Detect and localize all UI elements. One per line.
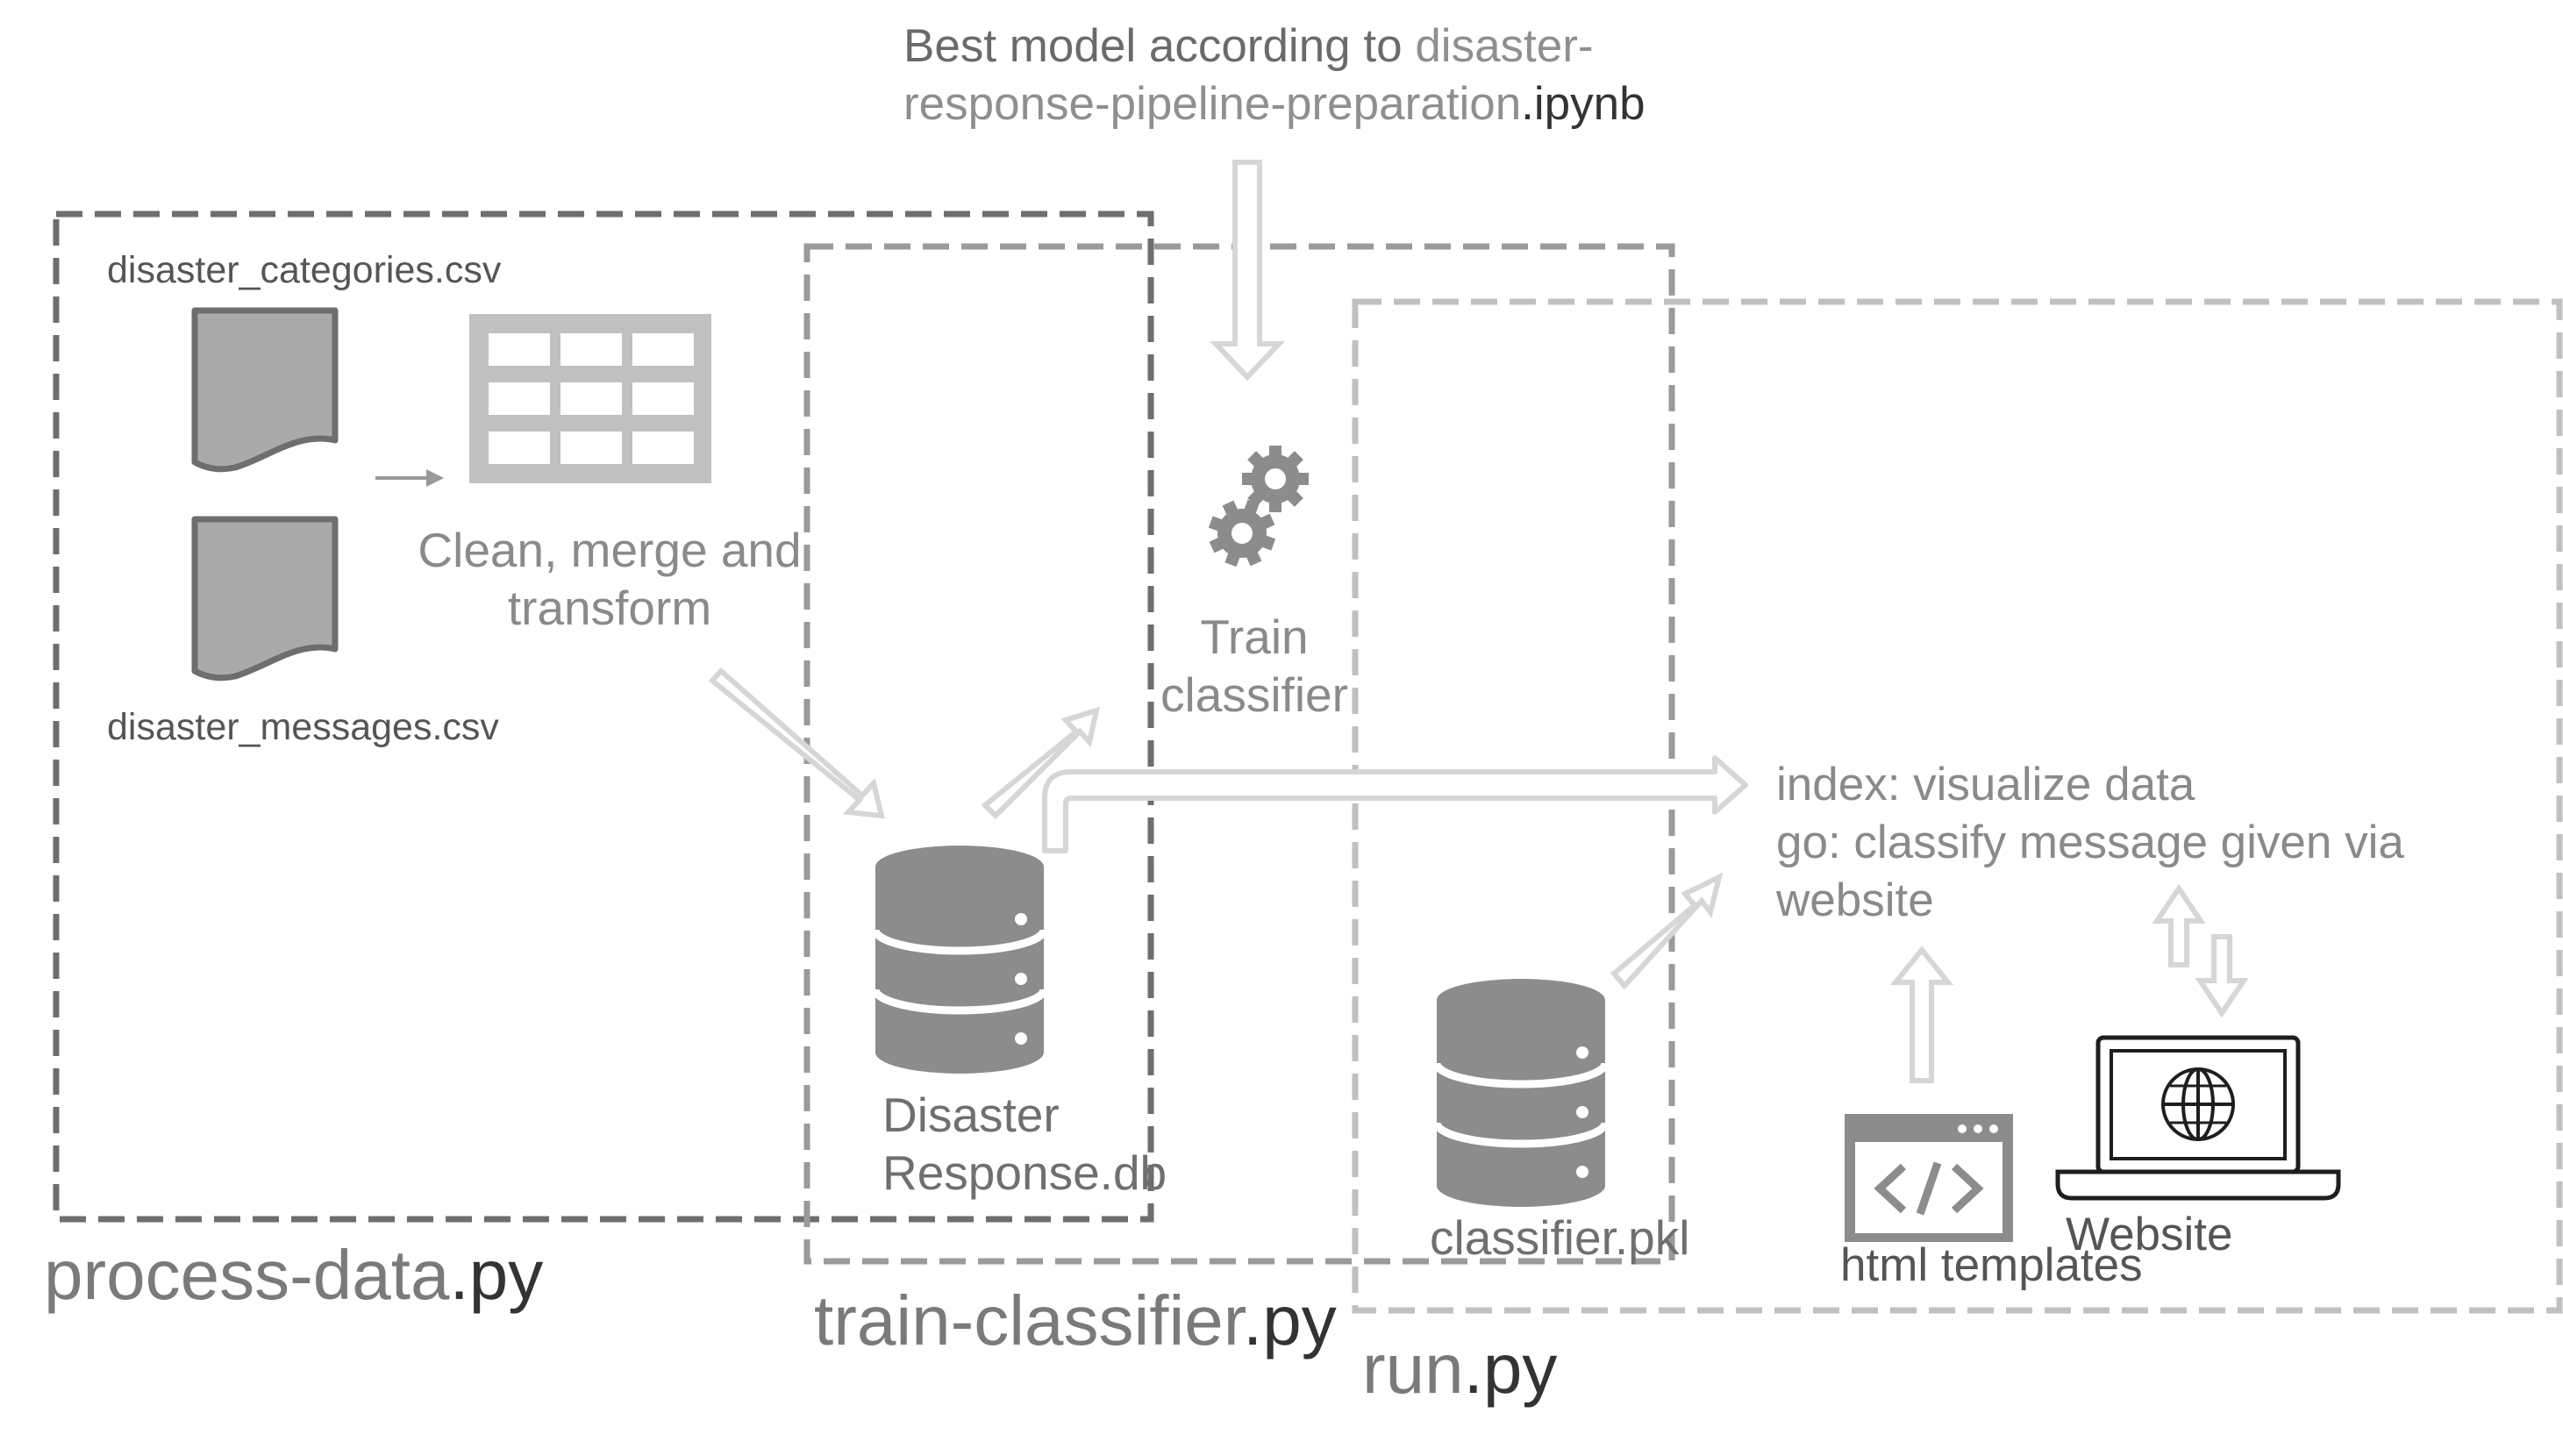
best-model-note: Best model according to disaster-respons… <box>903 18 1658 133</box>
arrow-db-to-train <box>981 706 1101 820</box>
process-data-boundary <box>53 211 1154 1223</box>
run-script-ext: .py <box>1463 1330 1558 1408</box>
train-classifier-script-ext: .py <box>1243 1281 1337 1360</box>
arrow-website-to-routes <box>2152 883 2206 967</box>
arrow-transform-to-db <box>708 667 885 819</box>
gears-icon <box>1208 446 1309 567</box>
train-classifier-script-name: train-classifier <box>814 1281 1244 1360</box>
index-route-text: index: visualize data <box>1776 759 2195 810</box>
arrow-note-to-train <box>1210 160 1285 382</box>
run-boundary <box>1352 298 2563 1314</box>
best-model-note-prefix: Best model according to <box>903 20 1403 72</box>
laptop-globe-icon <box>2055 1035 2341 1201</box>
classifier-pkl-label: classifier.pkl <box>1430 1210 1690 1265</box>
process-data-script-label: process-data.py <box>44 1235 543 1316</box>
process-data-script-name: process-data <box>44 1236 450 1314</box>
messages-file-label: disaster_messages.csv <box>107 706 499 748</box>
categories-document-icon <box>191 307 339 473</box>
arrow-routes-to-website <box>2195 934 2249 1018</box>
html-templates-label: html templates <box>1840 1239 2143 1291</box>
notebook-name: disaster-response-pipeline-preparation <box>903 20 1594 130</box>
classifier-model-database-icon <box>1432 979 1610 1207</box>
db-label-line1: Disaster <box>882 1088 1060 1142</box>
code-window-icon <box>1845 1114 2013 1242</box>
categories-file-label: disaster_categories.csv <box>107 249 502 291</box>
flask-routes-description: index: visualize data go: classify messa… <box>1776 756 2404 930</box>
train-classifier-step-label: Train classifier <box>1145 608 1364 724</box>
merge-arrow-icon <box>375 469 444 487</box>
clean-merge-label-line2: transform <box>507 581 712 635</box>
train-label-line1: Train <box>1200 610 1309 664</box>
clean-merge-label-line1: Clean, merge and <box>418 523 802 577</box>
notebook-extension: .ipynb <box>1521 78 1646 130</box>
train-classifier-script-label: train-classifier.py <box>814 1281 1337 1361</box>
disaster-response-database-icon <box>871 846 1048 1074</box>
website-label: Website <box>2066 1209 2233 1260</box>
train-label-line2: classifier <box>1160 667 1348 722</box>
go-route-text-cont: website <box>1776 874 1934 926</box>
arrow-templates-to-routes <box>1889 946 1954 1083</box>
arrow-db-to-routes <box>1042 755 1748 853</box>
messages-document-icon <box>191 516 339 682</box>
db-label-line2: Response.db <box>882 1146 1167 1200</box>
process-data-script-ext: .py <box>449 1236 544 1314</box>
run-script-name: run <box>1362 1330 1464 1408</box>
table-icon <box>469 314 711 483</box>
go-route-text: go: classify message given via <box>1776 817 2404 868</box>
arrow-model-to-routes <box>1610 872 1724 990</box>
clean-merge-transform-label: Clean, merge and transform <box>417 521 803 637</box>
run-script-label: run.py <box>1362 1329 1557 1410</box>
disaster-response-db-label: Disaster Response.db <box>882 1086 1167 1202</box>
